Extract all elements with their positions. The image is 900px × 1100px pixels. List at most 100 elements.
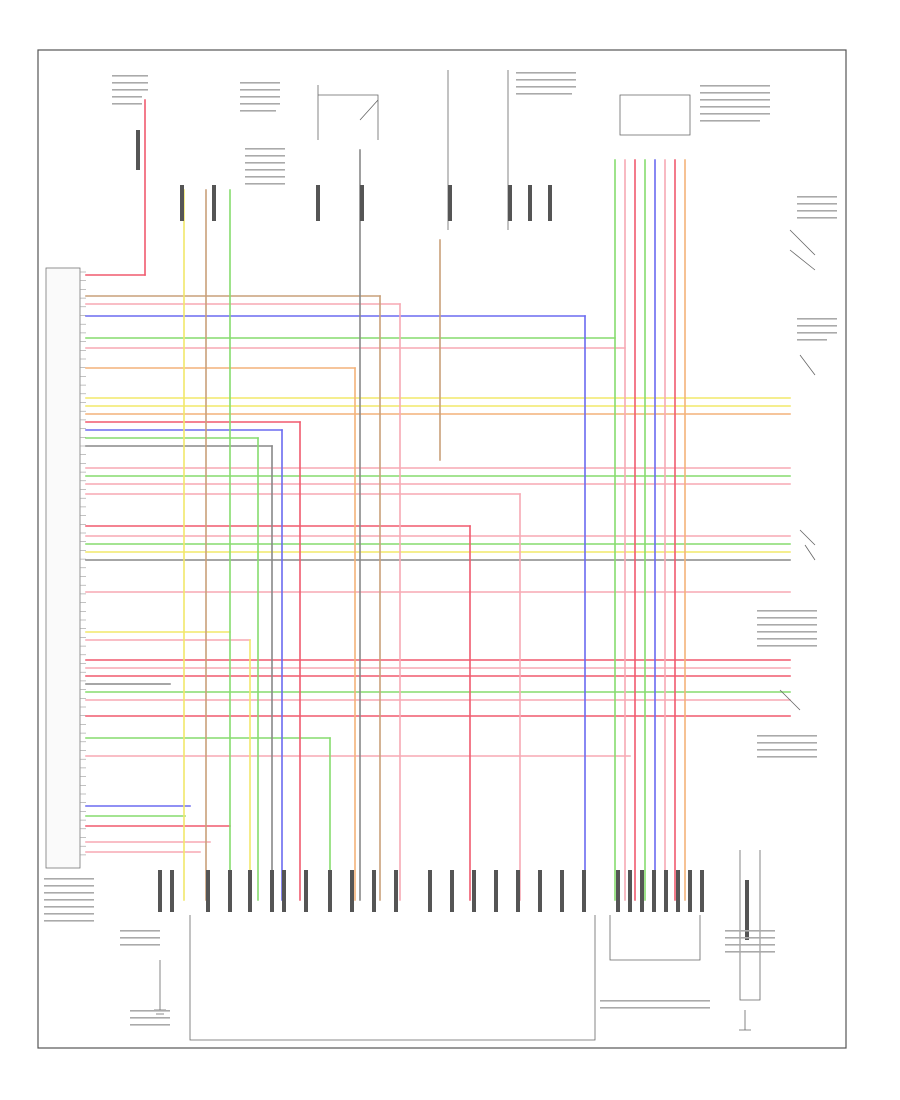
label-text-mark — [797, 332, 837, 334]
connector-pin — [304, 870, 308, 912]
connector-pin — [372, 870, 376, 912]
label-text-mark — [757, 624, 817, 626]
connector-pin — [282, 870, 286, 912]
connector-pin — [206, 870, 210, 912]
label-text-mark — [245, 162, 285, 164]
label-text-mark — [44, 878, 94, 880]
label-text-mark — [245, 176, 285, 178]
label-text-mark — [112, 82, 148, 84]
connector-pin — [560, 870, 564, 912]
right-components — [739, 229, 816, 1001]
connector-pin — [428, 870, 432, 912]
label-text-mark — [797, 203, 837, 205]
connector-pin — [270, 870, 274, 912]
ground-left — [154, 960, 166, 1015]
connector-top-8 — [528, 185, 532, 221]
label-text-mark — [725, 930, 775, 932]
label-text-mark — [757, 749, 817, 751]
label-text-mark — [44, 885, 94, 887]
label-text-mark — [112, 103, 142, 105]
label-text-mark — [240, 96, 280, 98]
label-text-mark — [44, 892, 94, 894]
label-text-mark — [112, 75, 148, 77]
label-text-mark — [757, 610, 817, 612]
label-text-mark — [757, 735, 817, 737]
connector-pin — [158, 870, 162, 912]
label-text-mark — [725, 951, 775, 953]
label-text-mark — [797, 339, 827, 341]
transmission-control-module — [45, 267, 81, 869]
label-text-mark — [797, 196, 837, 198]
label-text-mark — [516, 86, 576, 88]
connector-pin — [700, 870, 704, 912]
label-text-mark — [245, 155, 285, 157]
label-text-mark — [240, 89, 280, 91]
connector-pin — [248, 870, 252, 912]
connector-pin — [170, 870, 174, 912]
label-text-mark — [700, 85, 770, 87]
label-text-mark — [44, 906, 94, 908]
connector-pin — [472, 870, 476, 912]
label-text-mark — [757, 756, 817, 758]
right-sensor — [739, 850, 761, 1001]
connector-top-4 — [316, 185, 320, 221]
label-text-mark — [245, 169, 285, 171]
connector-pin — [538, 870, 542, 912]
connector-top-9 — [548, 185, 552, 221]
label-text-mark — [130, 1024, 170, 1026]
connector-pin — [450, 870, 454, 912]
label-text-mark — [112, 89, 148, 91]
connector-pin — [350, 870, 354, 912]
label-text-mark — [245, 148, 285, 150]
label-marks — [44, 72, 837, 1026]
wire-harness — [85, 99, 791, 901]
label-text-mark — [757, 638, 817, 640]
right-switch-4 — [779, 689, 801, 711]
connector-pin — [516, 870, 520, 912]
label-text-mark — [757, 742, 817, 744]
right-switch-2 — [799, 354, 816, 376]
connector-pin — [628, 870, 632, 912]
label-text-mark — [757, 645, 817, 647]
label-text-mark — [600, 1000, 710, 1002]
module-pins — [80, 271, 86, 856]
label-text-mark — [44, 913, 94, 915]
label-text-mark — [600, 1007, 710, 1009]
connector-pin — [394, 870, 398, 912]
top-switch-b — [447, 70, 509, 230]
label-text-mark — [245, 183, 285, 185]
connector-pin — [640, 870, 644, 912]
label-text-mark — [240, 82, 280, 84]
solenoid-box — [189, 915, 596, 1041]
label-text-mark — [700, 113, 770, 115]
label-text-mark — [120, 930, 160, 932]
range-sensor-box — [609, 915, 701, 961]
label-text-mark — [700, 120, 760, 122]
top-switch-a — [317, 85, 379, 140]
label-text-mark — [112, 96, 142, 98]
label-text-mark — [516, 72, 576, 74]
label-text-mark — [725, 937, 775, 939]
ground-right — [739, 1010, 751, 1031]
label-text-mark — [725, 944, 775, 946]
right-switch-3 — [799, 529, 816, 561]
bottom-connectors — [158, 870, 704, 912]
connector-top-6 — [448, 185, 452, 221]
connector-top-5 — [360, 185, 364, 221]
label-text-mark — [757, 631, 817, 633]
label-text-mark — [700, 106, 770, 108]
right-switch-1 — [789, 229, 816, 271]
connector-pin — [664, 870, 668, 912]
connector-pin — [652, 870, 656, 912]
label-text-mark — [44, 899, 94, 901]
label-text-mark — [700, 92, 770, 94]
label-text-mark — [240, 103, 280, 105]
diagram-frame — [37, 49, 847, 1049]
connector-top-1 — [136, 130, 140, 170]
connector-top-3 — [212, 185, 216, 221]
label-text-mark — [757, 617, 817, 619]
label-text-mark — [516, 93, 572, 95]
connector-top-7 — [508, 185, 512, 221]
connector-top-2 — [180, 185, 184, 221]
